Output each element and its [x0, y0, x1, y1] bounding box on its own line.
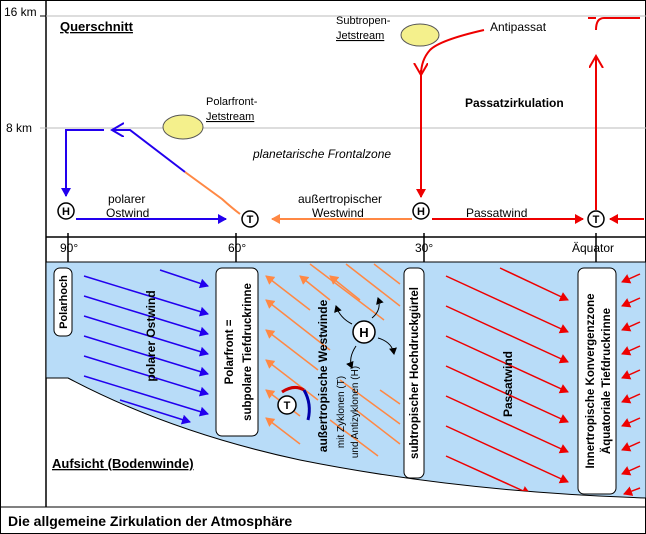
polar-wind-label-2: Ostwind	[106, 206, 149, 220]
polarer-ostwind-zone-label: polarer Ostwind	[144, 290, 158, 381]
polarfront-jetstream-label-2: Jetstream	[206, 111, 254, 123]
polar-cell-descent	[61, 129, 104, 197]
latitude-equator: Äquator	[572, 241, 614, 255]
svg-text:Innertropische Konvergenzzone: Innertropische Konvergenzzone	[585, 293, 597, 468]
top-view-title: Aufsicht (Bodenwinde)	[52, 456, 194, 471]
westwinde-zone-sub2: und Antizyklonen (H)	[350, 366, 361, 458]
latitude-60: 60°	[228, 241, 246, 255]
westerlies-arrows	[265, 263, 401, 457]
anticyclone-symbol: H	[334, 297, 397, 369]
svg-text:T: T	[593, 214, 600, 226]
konvergenzzone-zone: Innertropische Konvergenzzone Äquatorial…	[577, 267, 617, 495]
subtropical-jetstream-label-2: Jetstream	[336, 30, 384, 42]
subtropical-high-symbol: H	[412, 202, 430, 220]
polar-wind-label-1: polarer	[108, 192, 145, 206]
polarfront-jetstream-label-1: Polarfront-	[206, 96, 258, 108]
svg-text:Polarhoch: Polarhoch	[58, 275, 70, 329]
passatwind-surface-label: Passatwind	[466, 206, 527, 220]
surface-map-area	[45, 261, 646, 499]
svg-text:T: T	[247, 214, 254, 226]
passatwind-zone-label: Passatwind	[501, 351, 515, 417]
subtropical-jetstream-ellipse	[400, 23, 440, 47]
antipassat-flow	[595, 17, 640, 31]
cyclone-symbol: T	[277, 385, 311, 421]
diagram-caption: Die allgemeine Zirkulation der Atmosphär…	[8, 513, 292, 529]
westwind-label-2: Westwind	[312, 206, 364, 220]
ferrel-cell-descent	[184, 171, 241, 215]
svg-text:Polarfront =: Polarfront =	[224, 319, 236, 384]
svg-text:Äquatoriale Tiefdruckrinne: Äquatoriale Tiefdruckrinne	[600, 308, 613, 454]
polar-cell-circulation	[112, 130, 186, 173]
antipassat-label: Antipassat	[490, 20, 547, 34]
westwinde-zone-label: außertropische Westwinde	[316, 299, 330, 452]
altitude-label-16km: 16 km	[4, 5, 37, 19]
frontalzone-label: planetarische Frontalzone	[252, 147, 391, 161]
cross-section-title: Querschnitt	[60, 19, 134, 34]
svg-text:subtropischer Hochdruckgürtel: subtropischer Hochdruckgürtel	[409, 287, 421, 459]
latitude-30: 30°	[415, 241, 433, 255]
passatzirkulation-label: Passatzirkulation	[465, 96, 564, 110]
latitude-90: 90°	[60, 241, 78, 255]
hochdruckguertel-zone: subtropischer Hochdruckgürtel	[403, 267, 425, 479]
polar-high-symbol: H	[57, 202, 75, 220]
svg-text:subpolare Tiefdruckrinne: subpolare Tiefdruckrinne	[242, 283, 254, 421]
subpolar-low-symbol: T	[241, 210, 259, 228]
trade-winds-arrows	[445, 267, 641, 496]
westwinde-zone-sub1: mit Zyklonen (T)	[336, 376, 347, 448]
westwind-label-1: außertropischer	[298, 192, 382, 206]
svg-text:T: T	[284, 400, 291, 412]
svg-text:H: H	[62, 206, 70, 218]
antipassat-curve	[421, 29, 485, 75]
polarfront-zone: Polarfront = subpolare Tiefdruckrinne	[215, 267, 259, 437]
svg-text:H: H	[417, 206, 425, 218]
equatorial-low-symbol: T	[587, 210, 605, 228]
altitude-label-8km: 8 km	[6, 121, 32, 135]
svg-text:H: H	[359, 325, 368, 340]
subtropical-jetstream-label-1: Subtropen-	[336, 15, 391, 27]
polarhoch-zone: Polarhoch	[53, 267, 73, 337]
polar-easterlies-arrows	[83, 269, 209, 425]
polarfront-jetstream-ellipse	[162, 114, 204, 140]
